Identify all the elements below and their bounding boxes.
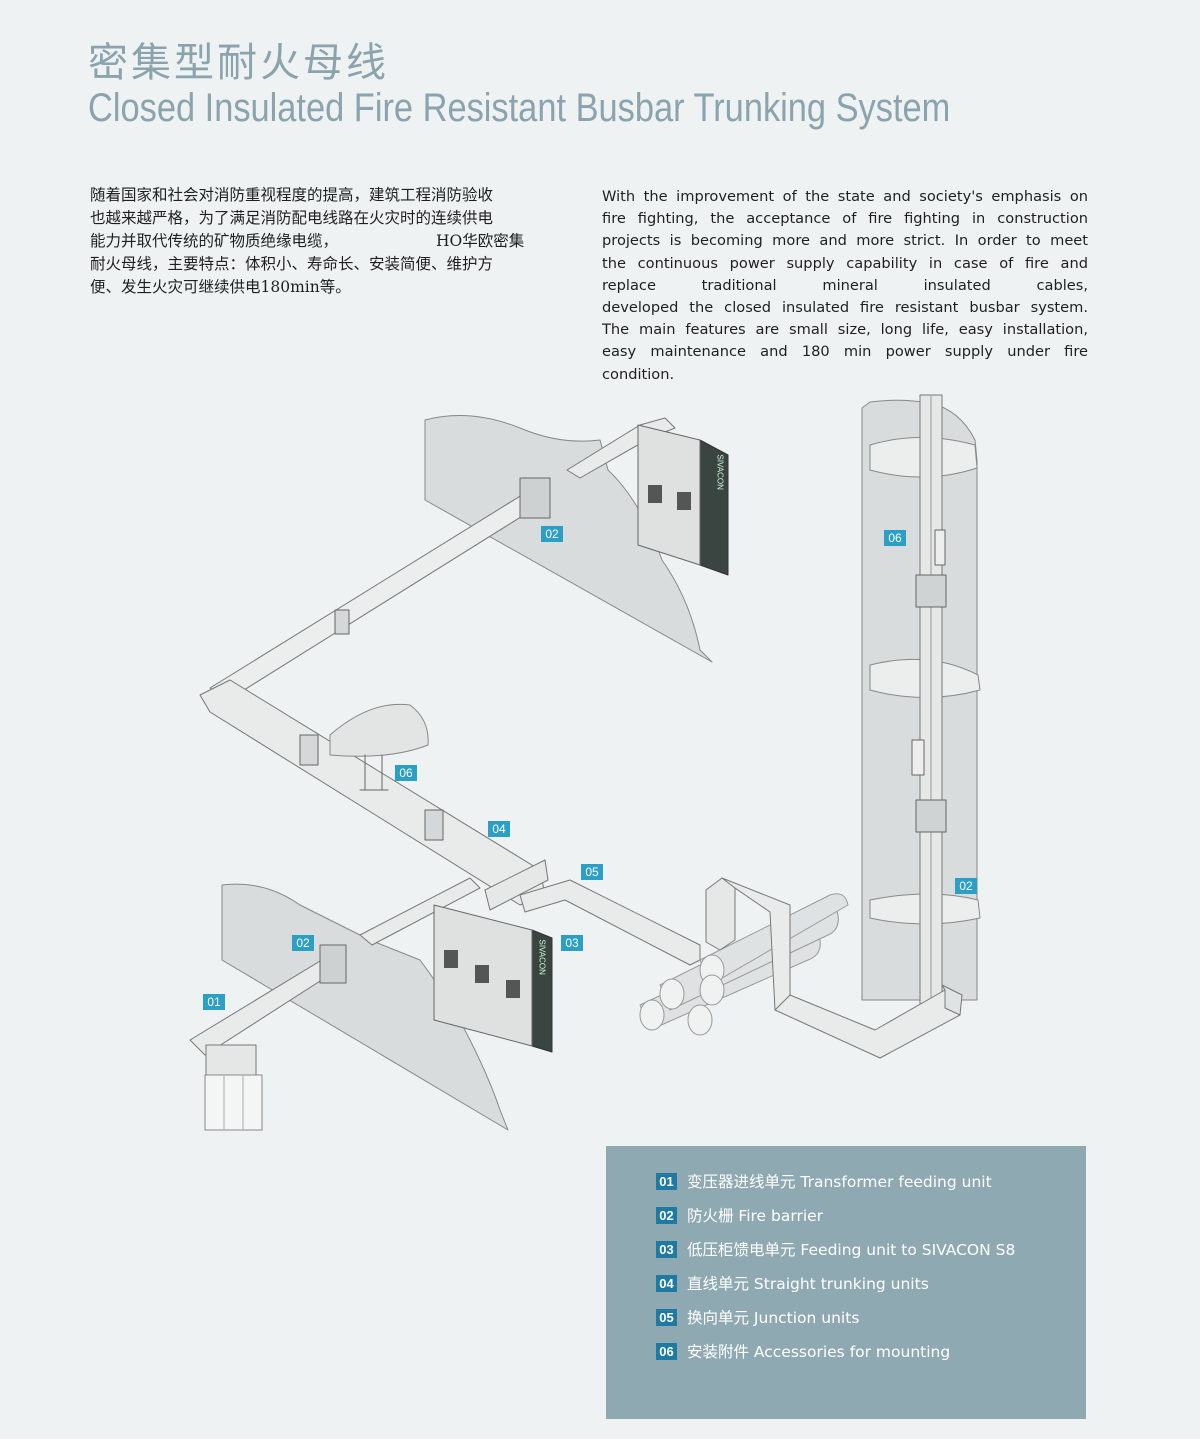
busbar-lower-left [359,877,481,946]
busbar-lower-up [484,859,549,911]
legend-number: 04 [656,1275,677,1292]
legend-text: 直线单元 Straight trunking units [687,1275,929,1293]
intro-en-line: easy maintenance and 180 min power suppl… [602,343,1088,361]
intro-en-line: With the improvement of the state and so… [602,188,1088,205]
page-title-cn: 密集型耐火母线 [88,40,389,86]
busbar-joint [299,734,319,766]
wall-seal-lower [319,944,347,984]
callout-04: 04 [488,821,510,837]
page-title-en: Closed Insulated Fire Resistant Busbar T… [88,86,951,130]
intro-en-line: condition. [602,365,675,383]
intro-en-line: fire fighting, the acceptance of fire fi… [602,210,1088,228]
legend-number: 03 [656,1241,677,1258]
busbar-upper-long [209,489,549,701]
legend-panel: 01 变压器进线单元 Transformer feeding unit 02 防… [606,1146,1086,1419]
vertical-joint [915,574,947,608]
legend-number: 02 [656,1207,677,1224]
intro-cn-line-brand: 能力并取代传统的矿物质绝缘电缆， HO华欧密集 [90,230,585,253]
callout-06-bracket: 06 [395,765,417,781]
brand-name: HO华欧密集 [436,232,525,250]
callout-02-upper-wall: 02 [541,526,563,542]
intro-en-line: the continuous power supply capability i… [602,254,1088,272]
callout-06-shaft: 06 [884,530,906,546]
upper-cabinet-front [637,424,701,566]
callout-05: 05 [581,864,603,880]
cabinet-brand-upper: SIVACON [715,454,725,490]
intro-cn-line: 耐火母线，主要特点：体积小、寿命长、安装简便、维护方 [90,255,494,273]
intro-en-line: replace traditional mineral insulated ca… [602,276,1088,294]
intro-cn-line: 便、发生火灾可继续供电180min等。 [90,278,351,296]
legend-text: 低压柜馈电单元 Feeding unit to SIVACON S8 [687,1241,1016,1259]
transformer-bushings [204,1074,263,1131]
intro-cn-line: 也越来越严格，为了满足消防配电线路在火灾时的连续供电 [90,209,494,227]
callout-02-lower-wall: 02 [292,935,314,951]
cabinet-brand-lower: SIVACON [537,939,547,975]
callout-01: 01 [203,994,225,1010]
intro-en-line: developed the closed insulated fire resi… [602,299,1088,317]
intro-en-line: projects is becoming more and more stric… [602,232,1088,250]
legend-number: 05 [656,1309,677,1326]
legend-text: 安装附件 Accessories for mounting [687,1343,951,1361]
callout-02-shaft: 02 [955,878,977,894]
busbar-over-pipes [705,877,736,951]
intro-en-line: The main features are small size, long l… [602,321,1088,339]
intro-chinese: 随着国家和社会对消防重视程度的提高，建筑工程消防验收 也越来越严格，为了满足消防… [90,184,585,299]
upper-wall [424,415,713,663]
plug-in-unit [934,529,946,566]
legend-text: 防火栅 Fire barrier [687,1207,824,1225]
legend-number: 01 [656,1173,677,1190]
wall-seal-upper [519,477,551,519]
intro-cn-line: 能力并取代传统的矿物质绝缘电缆， [90,232,339,250]
intro-cn-line: 随着国家和社会对消防重视程度的提高，建筑工程消防验收 [90,186,494,204]
ceiling-slab [329,703,429,757]
intro-english: With the improvement of the state and so… [602,186,1088,386]
busbar-joint [334,609,350,635]
legend-text: 变压器进线单元 Transformer feeding unit [687,1173,992,1191]
plug-in-unit [911,739,925,776]
shaft-riser [941,984,963,1016]
busbar-junction [519,879,701,966]
legend-text: 换向单元 Junction units [687,1309,860,1327]
callout-03: 03 [561,935,583,951]
busbar-joint [424,809,444,841]
vertical-joint [915,799,947,833]
legend-number: 06 [656,1343,677,1360]
transformer-feed-bars [205,1044,257,1081]
